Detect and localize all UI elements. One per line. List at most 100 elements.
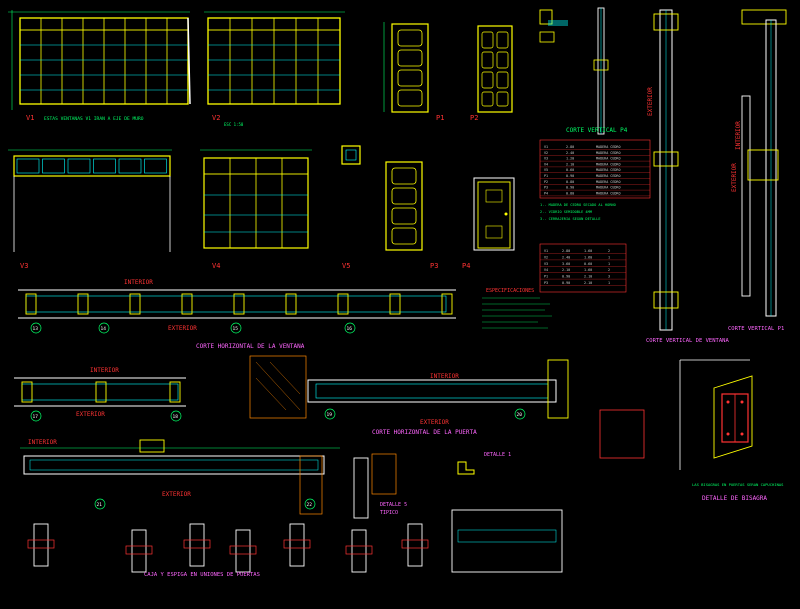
corte-vertical-ventana: EXTERIOR CORTE VERTICAL DE VENTANA — [646, 9, 729, 344]
detail-marker-circle — [98, 322, 110, 334]
puerta-interior-label: INTERIOR — [430, 373, 459, 380]
spec-table-cell: P1 — [544, 174, 548, 178]
vano-table-cell: V3 — [544, 262, 548, 266]
window-v3-elevation: V3 — [8, 149, 172, 270]
joint-member — [189, 523, 205, 567]
window-pane — [16, 158, 40, 174]
spec-table-cell: V1 — [544, 145, 548, 149]
door-p4-elevation: P4 — [462, 177, 515, 270]
specs-note-3: 3.- CERRAJERIA SEGUN DETALLE — [540, 217, 601, 221]
joint-tenon — [125, 545, 153, 555]
spec-table-cell: P3 — [544, 186, 548, 190]
joint-tenon — [401, 539, 429, 549]
vano-table-cell: 0.90 — [562, 281, 570, 285]
detalle-1-title: DETALLE 1 — [484, 452, 511, 458]
corte-partial-ventana: INTERIOR EXTERIOR — [14, 367, 186, 418]
detail-marker-circle — [344, 322, 356, 334]
vano-table-cell: 2.10 — [584, 275, 592, 279]
vano-table-cell: 1 — [608, 255, 610, 259]
vano-table-cell: 2.10 — [562, 268, 570, 272]
window-pane — [93, 158, 116, 174]
detail-marker-circle — [304, 498, 316, 510]
window-v3-label: V3 — [20, 262, 28, 270]
specs-note-2: 2.- VIDRIO SEMIDOBLE 4MM — [540, 210, 593, 214]
partial-exterior-label: EXTERIOR — [76, 411, 105, 418]
caja-espiga-title: CAJA Y ESPIGA EN UNIONES DE PUERTAS — [144, 572, 260, 578]
vano-table-cell: 2.80 — [562, 249, 570, 253]
door-p4-label: P4 — [462, 262, 470, 270]
window-v1-label: V1 — [26, 114, 34, 122]
spec-table-cell: V4 — [544, 162, 548, 166]
spec-table-cell: 0.80 — [566, 191, 574, 195]
window-v5-elevation: V5 — [341, 145, 361, 270]
spec-table-cell: MADERA CEDRO — [596, 168, 621, 172]
mullion-section — [129, 293, 141, 315]
joint-member — [289, 523, 305, 567]
corte-vertical-p1: INTERIOR EXTERIOR CORTE VERTICAL P1 — [728, 9, 787, 332]
detail-marker-number: 21 — [97, 502, 103, 508]
detail-marker-circle — [514, 408, 526, 420]
bisagra-note: LAS BISAGRAS EN PUERTAS SERAN CAPUCHINAS — [692, 482, 784, 487]
door-p3-elevation: P3 — [385, 161, 438, 270]
mullion-section — [285, 293, 297, 315]
vano-table-cell: 3 — [608, 275, 610, 279]
vano-table-cell: 2.40 — [562, 255, 570, 259]
detalle-bisagra-title: DETALLE DE BISAGRA — [702, 495, 767, 502]
spec-table-cell: 0.90 — [566, 186, 574, 190]
spec-table-cell: 0.90 — [566, 174, 574, 178]
joint-member — [33, 523, 49, 567]
detalle-interior-exterior: INTERIOR EXTERIOR — [20, 439, 340, 515]
door-p2-label: P2 — [470, 114, 478, 122]
joint-tenon — [345, 545, 373, 555]
joint-member — [131, 529, 147, 573]
spec-table-cell: MADERA CEDRO — [596, 186, 621, 190]
joint-member — [235, 529, 251, 573]
p1-exterior-vertical: EXTERIOR — [731, 163, 738, 192]
joint-tenon — [27, 539, 55, 549]
spec-table-cell: 0.60 — [566, 168, 574, 172]
spec-table-cell: 2.80 — [566, 145, 574, 149]
detail-marker-number: 13 — [33, 326, 39, 332]
spec-table-cell: MADERA CEDRO — [596, 151, 621, 155]
puerta-exterior-label: EXTERIOR — [420, 419, 449, 426]
vano-table-cell: 3.60 — [562, 262, 570, 266]
detail-marker-number: 22 — [307, 502, 313, 508]
detail-marker-number: 14 — [101, 326, 107, 332]
detail-marker-number: 18 — [173, 414, 179, 420]
especificaciones-title: ESPECIFICACIONES — [486, 288, 534, 294]
vano-table-cell: 0.90 — [562, 275, 570, 279]
mullion-section — [441, 293, 453, 315]
spec-table-cell: P4 — [544, 191, 548, 195]
vano-table-cell: 2 — [608, 268, 610, 272]
spec-table-cell: MADERA CEDRO — [596, 162, 621, 166]
ventana-exterior-label: EXTERIOR — [168, 325, 197, 332]
spec-table-cell: V3 — [544, 157, 548, 161]
vano-table-cell: P1 — [544, 275, 548, 279]
corte-vertical-p4-title: CORTE VERTICAL P4 — [566, 127, 628, 134]
window-v1-note: ESTAS VENTANAS V1 IRAN A EJE DE MURO — [44, 116, 144, 122]
door-p3-label: P3 — [430, 262, 438, 270]
specs-notes: 1.- MADERA DE CEDRO SECADO AL HORNO 2.- … — [540, 203, 616, 221]
spec-table-cell: MADERA CEDRO — [596, 191, 621, 195]
mullion-section — [233, 293, 245, 315]
detalle-interior-label: INTERIOR — [28, 439, 57, 446]
mullion-section — [77, 293, 89, 315]
detail-marker-number: 15 — [233, 326, 239, 332]
door-p1-elevation: P1 — [383, 22, 444, 122]
joint-tenon — [183, 539, 211, 549]
partial-interior-label: INTERIOR — [90, 367, 119, 374]
vano-table-cell: 2 — [608, 249, 610, 253]
vano-table-cell: P3 — [544, 281, 548, 285]
spec-table-cell: MADERA CEDRO — [596, 157, 621, 161]
ventana-exterior-vertical: EXTERIOR — [647, 87, 654, 116]
detail-marker-circle — [170, 410, 182, 422]
detail-marker-circle — [30, 410, 42, 422]
spec-table-cell: 1.20 — [566, 157, 574, 161]
corte-horizontal-puerta: INTERIOR EXTERIOR CORTE HORIZONTAL DE LA… — [249, 355, 569, 436]
vano-table-cell: 1.60 — [584, 255, 592, 259]
corte-horizontal-puerta-title: CORTE HORIZONTAL DE LA PUERTA — [372, 429, 477, 436]
detail-marker-number: 19 — [327, 412, 333, 418]
spec-table-cell: V5 — [544, 168, 548, 172]
door-p2-elevation: P2 — [470, 25, 513, 122]
